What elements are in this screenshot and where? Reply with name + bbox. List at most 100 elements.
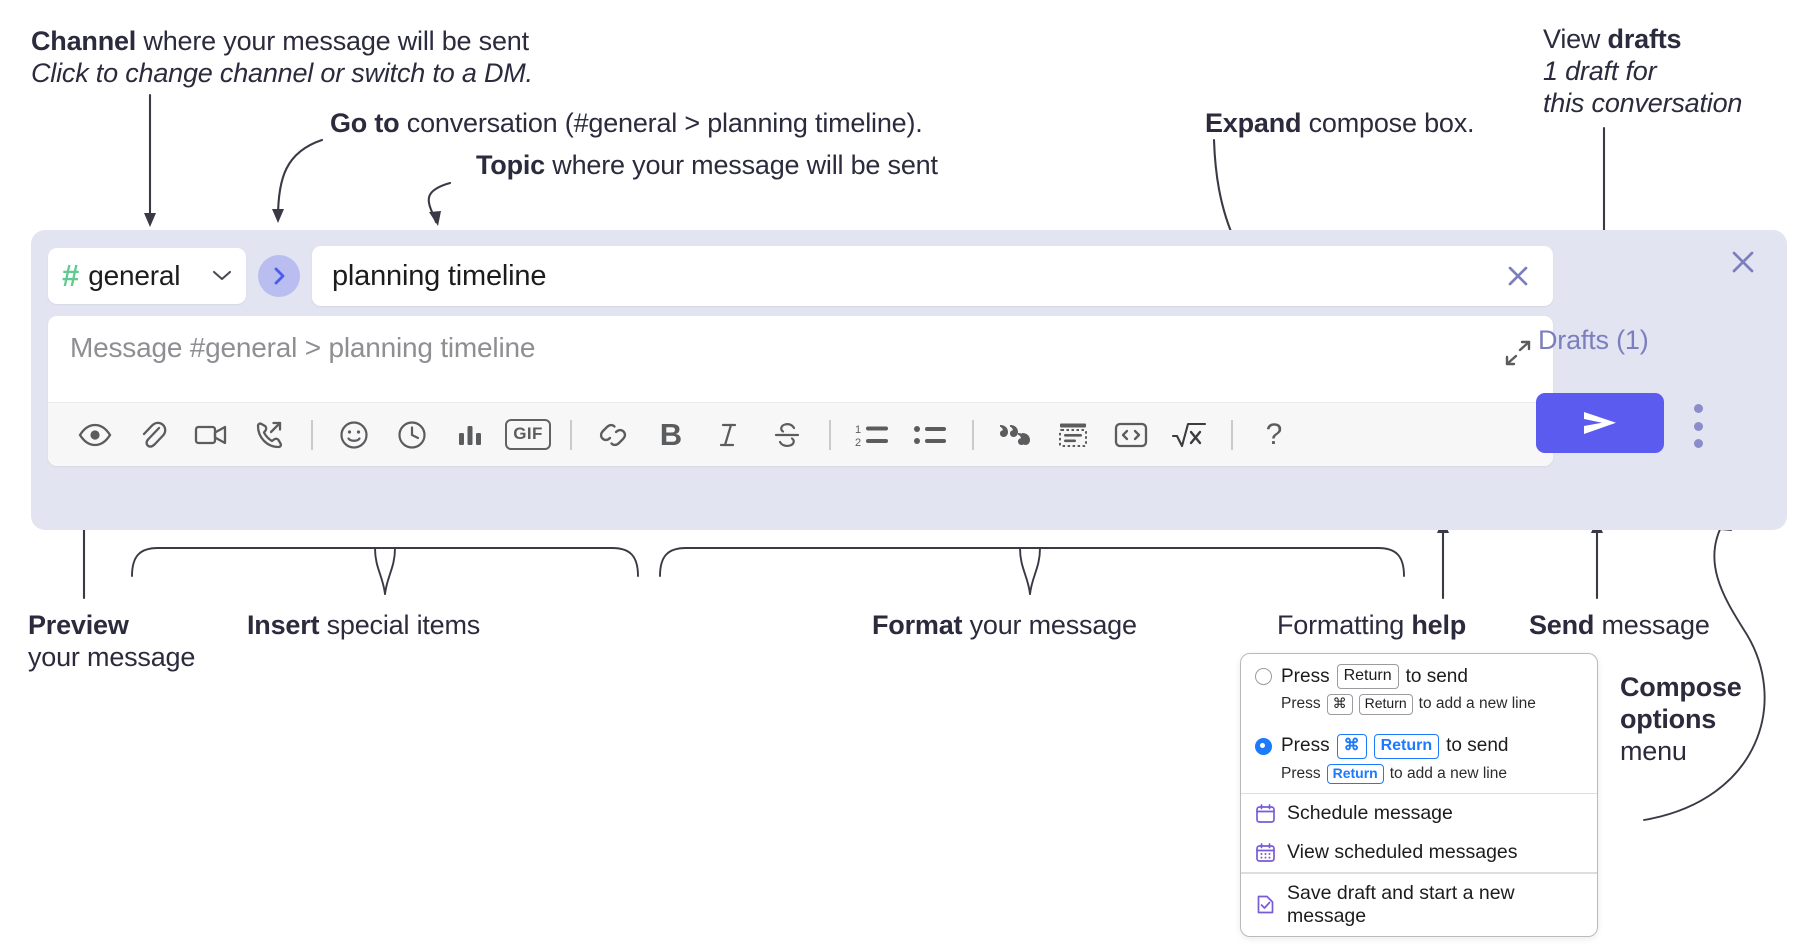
compose-options-menu: Press Return to send Press ⌘ Return to a… bbox=[1240, 653, 1598, 937]
key-command: ⌘ bbox=[1326, 694, 1353, 715]
hash-icon: # bbox=[62, 257, 80, 293]
drafts-link[interactable]: Drafts (1) bbox=[1538, 325, 1649, 355]
key-return: Return bbox=[1326, 763, 1384, 784]
annotation-preview-line2: your message bbox=[28, 641, 196, 672]
annotation-compose-options-bold1: Compose bbox=[1620, 672, 1742, 702]
annotation-expand-bold: Expand bbox=[1205, 108, 1302, 138]
annotation-topic: Topic where your message will be sent bbox=[476, 150, 938, 182]
annotation-goto: Go to conversation (#general > planning … bbox=[330, 108, 923, 140]
annotation-topic-bold: Topic bbox=[476, 150, 545, 180]
annotation-compose-options-rest: menu bbox=[1620, 735, 1687, 766]
menu-item-save-draft[interactable]: Save draft and start a new message bbox=[1241, 874, 1597, 936]
annotation-goto-rest: conversation (#general > planning timeli… bbox=[399, 108, 923, 138]
calendar-icon bbox=[1255, 803, 1276, 824]
annotation-insert: Insert special items bbox=[247, 610, 480, 642]
svg-text:1: 1 bbox=[855, 424, 861, 436]
annotation-compose-options: Compose options menu bbox=[1620, 672, 1742, 768]
annotation-channel-bold: Channel bbox=[31, 26, 137, 56]
gif-label: GIF bbox=[505, 419, 551, 450]
compose-header-row: # general planning timeline bbox=[48, 246, 1553, 306]
annotation-preview: Preview your message bbox=[28, 610, 195, 674]
annotation-drafts-lead: View bbox=[1543, 24, 1608, 54]
menu-item-label: Schedule message bbox=[1287, 802, 1453, 825]
key-command: ⌘ bbox=[1336, 733, 1367, 759]
question-mark-icon: ? bbox=[1265, 417, 1283, 451]
gif-button[interactable]: GIF bbox=[499, 409, 557, 461]
menu-divider bbox=[1241, 793, 1597, 795]
radio-selected[interactable] bbox=[1255, 737, 1272, 755]
compose-main-column: # general planning timeline bbox=[48, 246, 1553, 466]
channel-name: general bbox=[88, 260, 181, 291]
svg-text:2: 2 bbox=[855, 437, 861, 449]
code-block-button[interactable] bbox=[1044, 409, 1102, 461]
option-2-post: to send bbox=[1446, 735, 1509, 756]
strikethrough-button[interactable] bbox=[758, 409, 816, 461]
close-compose-icon[interactable] bbox=[1727, 246, 1761, 280]
blockquote-button[interactable] bbox=[986, 409, 1044, 461]
message-area: Message #general > planning timeline bbox=[48, 316, 1553, 466]
send-button[interactable] bbox=[1536, 393, 1664, 453]
close-icon[interactable] bbox=[1501, 259, 1535, 293]
message-placeholder: Message #general > planning timeline bbox=[70, 332, 536, 363]
annotation-drafts-italic2: this conversation bbox=[1543, 87, 1743, 118]
expand-icon[interactable] bbox=[1503, 338, 1535, 370]
chevron-right-icon bbox=[274, 267, 285, 285]
annotation-channel-italic: Click to change channel or switch to a D… bbox=[31, 57, 533, 88]
toolbar-separator bbox=[959, 419, 986, 450]
chevron-down-icon bbox=[212, 266, 232, 288]
video-clip-button[interactable] bbox=[182, 409, 240, 461]
preview-button[interactable] bbox=[66, 409, 124, 461]
math-button[interactable] bbox=[1160, 409, 1218, 461]
go-to-conversation-button[interactable] bbox=[258, 255, 300, 297]
huddle-button[interactable] bbox=[240, 409, 298, 461]
save-draft-icon bbox=[1255, 894, 1276, 915]
channel-selector[interactable]: # general bbox=[48, 248, 246, 304]
bulleted-list-button[interactable] bbox=[901, 409, 959, 461]
topic-input[interactable]: planning timeline bbox=[312, 246, 1553, 306]
annotation-format-bold: Format bbox=[872, 610, 963, 640]
italic-button[interactable] bbox=[700, 409, 758, 461]
send-option-return[interactable]: Press Return to send Press ⌘ Return to a… bbox=[1241, 654, 1597, 724]
bold-button[interactable]: B bbox=[642, 409, 700, 461]
annotation-compose-options-bold2: options bbox=[1620, 703, 1717, 734]
annotation-topic-rest: where your message will be sent bbox=[545, 150, 938, 180]
option-1-post: to send bbox=[1405, 665, 1468, 687]
menu-item-schedule-message[interactable]: Schedule message bbox=[1241, 794, 1597, 833]
annotation-drafts-bold: drafts bbox=[1607, 24, 1682, 54]
option-2-sub-post: to add a new line bbox=[1389, 764, 1507, 782]
annotation-expand-rest: compose box. bbox=[1301, 108, 1475, 138]
option-1-pre: Press bbox=[1281, 665, 1330, 687]
reminder-clock-button[interactable] bbox=[383, 409, 441, 461]
link-button[interactable] bbox=[584, 409, 642, 461]
formatting-help-button[interactable]: ? bbox=[1245, 409, 1303, 461]
annotation-send-rest: message bbox=[1594, 610, 1710, 640]
attach-file-button[interactable] bbox=[124, 409, 182, 461]
key-return: Return bbox=[1336, 664, 1399, 689]
compose-options-button[interactable] bbox=[1692, 404, 1704, 448]
poll-bar-chart-button[interactable] bbox=[441, 409, 499, 461]
option-2-pre: Press bbox=[1281, 735, 1330, 756]
send-option-command-return[interactable]: Press ⌘ Return to send Press Return to a… bbox=[1241, 724, 1597, 794]
annotation-insert-bold: Insert bbox=[247, 610, 320, 640]
radio-unselected[interactable] bbox=[1255, 668, 1272, 685]
toolbar-separator bbox=[557, 419, 584, 450]
compose-right-pane: Drafts (1) bbox=[1524, 230, 1769, 530]
message-input[interactable]: Message #general > planning timeline bbox=[48, 316, 1553, 402]
menu-item-view-scheduled-messages[interactable]: View scheduled messages bbox=[1241, 833, 1597, 872]
annotation-preview-bold: Preview bbox=[28, 610, 129, 640]
emoji-button[interactable] bbox=[325, 409, 383, 461]
annotation-help-bold: help bbox=[1411, 610, 1467, 640]
option-2-sub-pre: Press bbox=[1281, 764, 1321, 782]
key-return: Return bbox=[1373, 733, 1440, 759]
code-inline-button[interactable] bbox=[1102, 409, 1160, 461]
key-return: Return bbox=[1358, 694, 1413, 715]
calendar-grid-icon bbox=[1255, 842, 1276, 863]
send-icon bbox=[1584, 412, 1616, 434]
option-1-sub-post: to add a new line bbox=[1418, 695, 1536, 713]
annotation-expand: Expand compose box. bbox=[1205, 108, 1475, 140]
option-1-sub-pre: Press bbox=[1281, 695, 1321, 713]
topic-value: planning timeline bbox=[332, 259, 547, 292]
annotation-format: Format your message bbox=[872, 610, 1137, 642]
annotation-goto-bold: Go to bbox=[330, 108, 400, 138]
